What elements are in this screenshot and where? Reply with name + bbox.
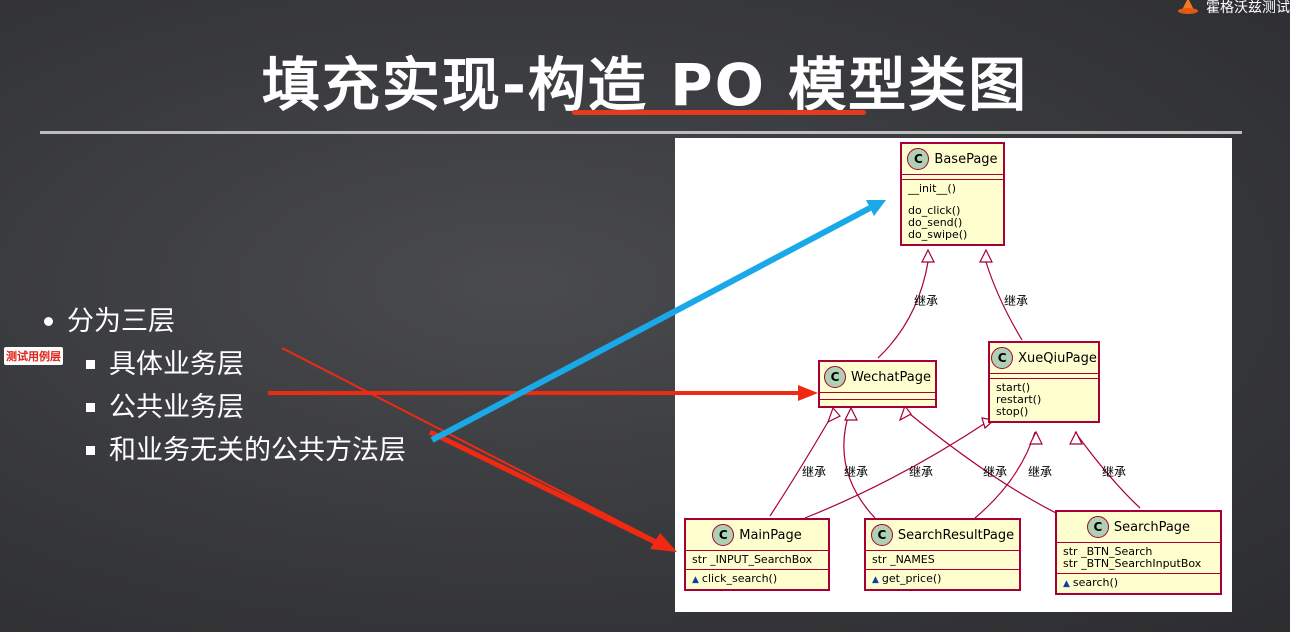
relation-label: 继承 — [844, 465, 869, 479]
bullet-sub-3-text: 和业务无关的公共方法层 — [109, 435, 406, 466]
field: str _INPUT_SearchBox — [692, 553, 813, 566]
fields-section — [990, 373, 1098, 378]
relation-label: 继承 — [802, 465, 827, 479]
class-name: WechatPage — [850, 369, 931, 385]
relation-label: 继承 — [1028, 465, 1053, 479]
bullet-square-icon — [86, 446, 95, 455]
brand-name: 霍格沃兹测试 — [1206, 0, 1290, 16]
class-badge-icon: C — [1086, 516, 1109, 538]
protected-triangle-icon: ▲ — [872, 575, 879, 585]
method: do_click() — [908, 204, 961, 217]
method: restart() — [996, 393, 1042, 406]
method: get_price() — [881, 572, 942, 585]
method: click_search() — [701, 572, 778, 585]
fields-section — [902, 174, 1003, 179]
relation-label: 继承 — [914, 294, 939, 308]
method: stop() — [996, 405, 1029, 418]
bullet-list: 分为三层 具体业务层 公共业务层 和业务无关的公共方法层 — [44, 300, 406, 472]
method: search() — [1072, 576, 1119, 589]
fields-section: str _INPUT_SearchBox — [686, 550, 828, 569]
divider — [40, 131, 1242, 134]
bullet-square-icon — [86, 360, 95, 369]
class-name: SearchPage — [1113, 519, 1191, 535]
class-name: MainPage — [739, 527, 802, 543]
method: do_swipe() — [908, 228, 968, 241]
method: do_send() — [908, 216, 963, 229]
relation-label: 继承 — [909, 465, 934, 479]
bullet-sub-1-text: 具体业务层 — [109, 349, 244, 380]
methods-section: ▲click_search() — [686, 569, 828, 589]
method: start() — [996, 381, 1031, 394]
methods-section: ▲search() — [1057, 573, 1220, 593]
methods-section: __init__() do_click() do_send() do_swipe… — [902, 179, 1003, 244]
class-badge-icon: C — [712, 524, 735, 546]
arrow-head-icon — [798, 385, 818, 401]
logo-icon — [1176, 0, 1200, 18]
relation-label: 继承 — [1004, 294, 1029, 308]
arrow-head-icon — [866, 200, 886, 216]
blue-arrow-base — [430, 205, 872, 443]
bullet-sub-1: 具体业务层 — [86, 343, 406, 386]
bullet-sub-2: 公共业务层 — [86, 386, 406, 429]
red-arrow-main — [428, 429, 657, 545]
protected-triangle-icon: ▲ — [692, 575, 699, 585]
methods-section — [820, 399, 935, 406]
red-arrow-line-thin — [281, 347, 666, 546]
field: str _BTN_SearchInputBox — [1063, 557, 1202, 570]
bullet-sub-2-text: 公共业务层 — [109, 392, 244, 423]
class-badge-icon: C — [907, 148, 930, 170]
class-badge-icon: C — [870, 524, 893, 546]
field: str _NAMES — [872, 553, 935, 566]
fields-section: str _BTN_Search str _BTN_SearchInputBox — [1057, 542, 1220, 573]
class-badge-icon: C — [823, 366, 846, 388]
title-underline — [572, 110, 866, 115]
protected-triangle-icon: ▲ — [1063, 579, 1070, 589]
field: str _BTN_Search — [1063, 545, 1153, 558]
class-badge-icon: C — [991, 347, 1014, 369]
bullet-main: 分为三层 — [44, 300, 406, 343]
class-name: XueQiuPage — [1018, 350, 1097, 366]
test-case-layer-tag: 测试用例层 — [4, 347, 63, 365]
methods-section: ▲get_price() — [866, 569, 1019, 589]
page-title: 填充实现-构造 PO 模型类图 — [261, 51, 1029, 119]
method: __init__() — [908, 182, 956, 195]
arrow-head-icon — [650, 533, 677, 552]
relation-label: 继承 — [983, 465, 1008, 479]
fields-section — [820, 392, 935, 399]
bullet-sub-3: 和业务无关的公共方法层 — [86, 429, 406, 472]
class-name: SearchResultPage — [897, 527, 1015, 543]
fields-section: str _NAMES — [866, 550, 1019, 569]
class-name: BasePage — [934, 151, 998, 167]
relation-label: 继承 — [1102, 465, 1127, 479]
bullet-main-text: 分为三层 — [67, 306, 175, 337]
bullet-square-icon — [86, 403, 95, 412]
bullet-dot-icon — [44, 317, 53, 326]
brand-logo: 霍格沃兹测试 — [1176, 0, 1290, 18]
methods-section: start() restart() stop() — [990, 378, 1098, 421]
